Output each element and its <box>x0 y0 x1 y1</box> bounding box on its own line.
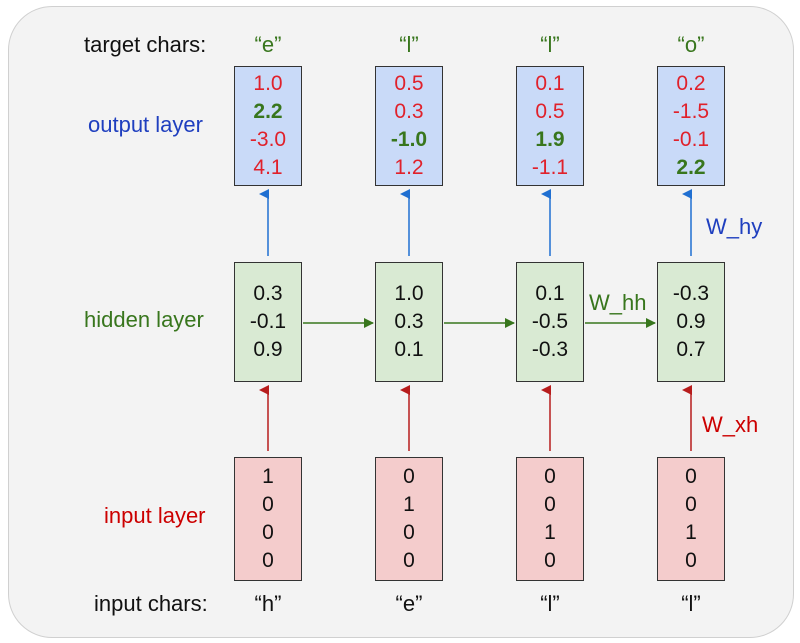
output-layer-box: 0.5 0.3 -1.0 1.2 <box>375 66 443 186</box>
w-xh-label: W_xh <box>702 412 759 437</box>
hidden-value: 1.0 <box>394 282 424 305</box>
input-char: “e” <box>395 591 423 616</box>
output-layer-box: 1.0 2.2 -3.0 4.1 <box>234 66 302 186</box>
hidden-value: 0.7 <box>676 338 706 361</box>
hidden-value: -0.5 <box>531 310 569 333</box>
output-value: 1.9 <box>535 128 565 151</box>
output-value: 2.2 <box>253 100 283 123</box>
hidden-value: 0.9 <box>253 338 283 361</box>
w-hy-label: W_hy <box>706 214 763 239</box>
hidden-value: -0.3 <box>531 338 569 361</box>
output-value: 0.5 <box>535 100 565 123</box>
output-value: 0.5 <box>394 72 424 95</box>
input-value: 0 <box>403 549 415 572</box>
input-value: 0 <box>544 549 556 572</box>
input-value: 0 <box>262 521 274 544</box>
input-value: 0 <box>403 465 415 488</box>
hidden-layer-box: 0.1 -0.5 -0.3 <box>516 262 584 382</box>
output-value: 1.2 <box>394 156 424 179</box>
output-value: -1.5 <box>672 100 710 123</box>
output-layer-box: 0.2 -1.5 -0.1 2.2 <box>657 66 725 186</box>
input-value: 0 <box>544 493 556 516</box>
hidden-value: 0.1 <box>535 282 565 305</box>
input-value: 1 <box>403 493 415 516</box>
input-value: 1 <box>544 521 556 544</box>
output-value: 1.0 <box>253 72 283 95</box>
output-value: -0.1 <box>672 128 710 151</box>
input-chars-label: input chars: <box>94 591 208 616</box>
input-char: “l” <box>681 591 701 616</box>
input-value: 0 <box>262 493 274 516</box>
hidden-layer-box: 0.3 -0.1 0.9 <box>234 262 302 382</box>
output-value: 2.2 <box>676 156 706 179</box>
input-layer-box: 0 0 1 0 <box>516 457 584 581</box>
output-value: 0.2 <box>676 72 706 95</box>
hidden-value: -0.1 <box>249 310 287 333</box>
output-value: 4.1 <box>253 156 283 179</box>
hidden-value: 0.3 <box>394 310 424 333</box>
output-value: -3.0 <box>249 128 287 151</box>
input-layer-label: input layer <box>104 503 206 528</box>
input-value: 0 <box>544 465 556 488</box>
output-value: 0.1 <box>535 72 565 95</box>
output-layer-label: output layer <box>88 112 203 137</box>
input-value: 1 <box>262 465 274 488</box>
input-value: 0 <box>403 521 415 544</box>
target-chars-label: target chars: <box>84 32 207 57</box>
target-char: “l” <box>399 32 419 57</box>
output-value: -1.0 <box>390 128 428 151</box>
output-value: 0.3 <box>394 100 424 123</box>
hidden-value: -0.3 <box>672 282 710 305</box>
target-char: “o” <box>677 32 705 57</box>
input-value: 0 <box>685 549 697 572</box>
input-char: “h” <box>254 591 282 616</box>
output-value: -1.1 <box>531 156 569 179</box>
hidden-value: 0.1 <box>394 338 424 361</box>
input-value: 0 <box>262 549 274 572</box>
input-layer-box: 0 0 1 0 <box>657 457 725 581</box>
hidden-layer-label: hidden layer <box>84 307 204 332</box>
hidden-value: 0.3 <box>253 282 283 305</box>
w-hh-label: W_hh <box>589 290 647 315</box>
input-value: 1 <box>685 521 697 544</box>
target-char: “l” <box>540 32 560 57</box>
input-layer-box: 1 0 0 0 <box>234 457 302 581</box>
input-layer-box: 0 1 0 0 <box>375 457 443 581</box>
input-value: 0 <box>685 465 697 488</box>
hidden-value: 0.9 <box>676 310 706 333</box>
input-char: “l” <box>540 591 560 616</box>
target-char: “e” <box>254 32 282 57</box>
hidden-layer-box: 1.0 0.3 0.1 <box>375 262 443 382</box>
hidden-layer-box: -0.3 0.9 0.7 <box>657 262 725 382</box>
input-value: 0 <box>685 493 697 516</box>
output-layer-box: 0.1 0.5 1.9 -1.1 <box>516 66 584 186</box>
